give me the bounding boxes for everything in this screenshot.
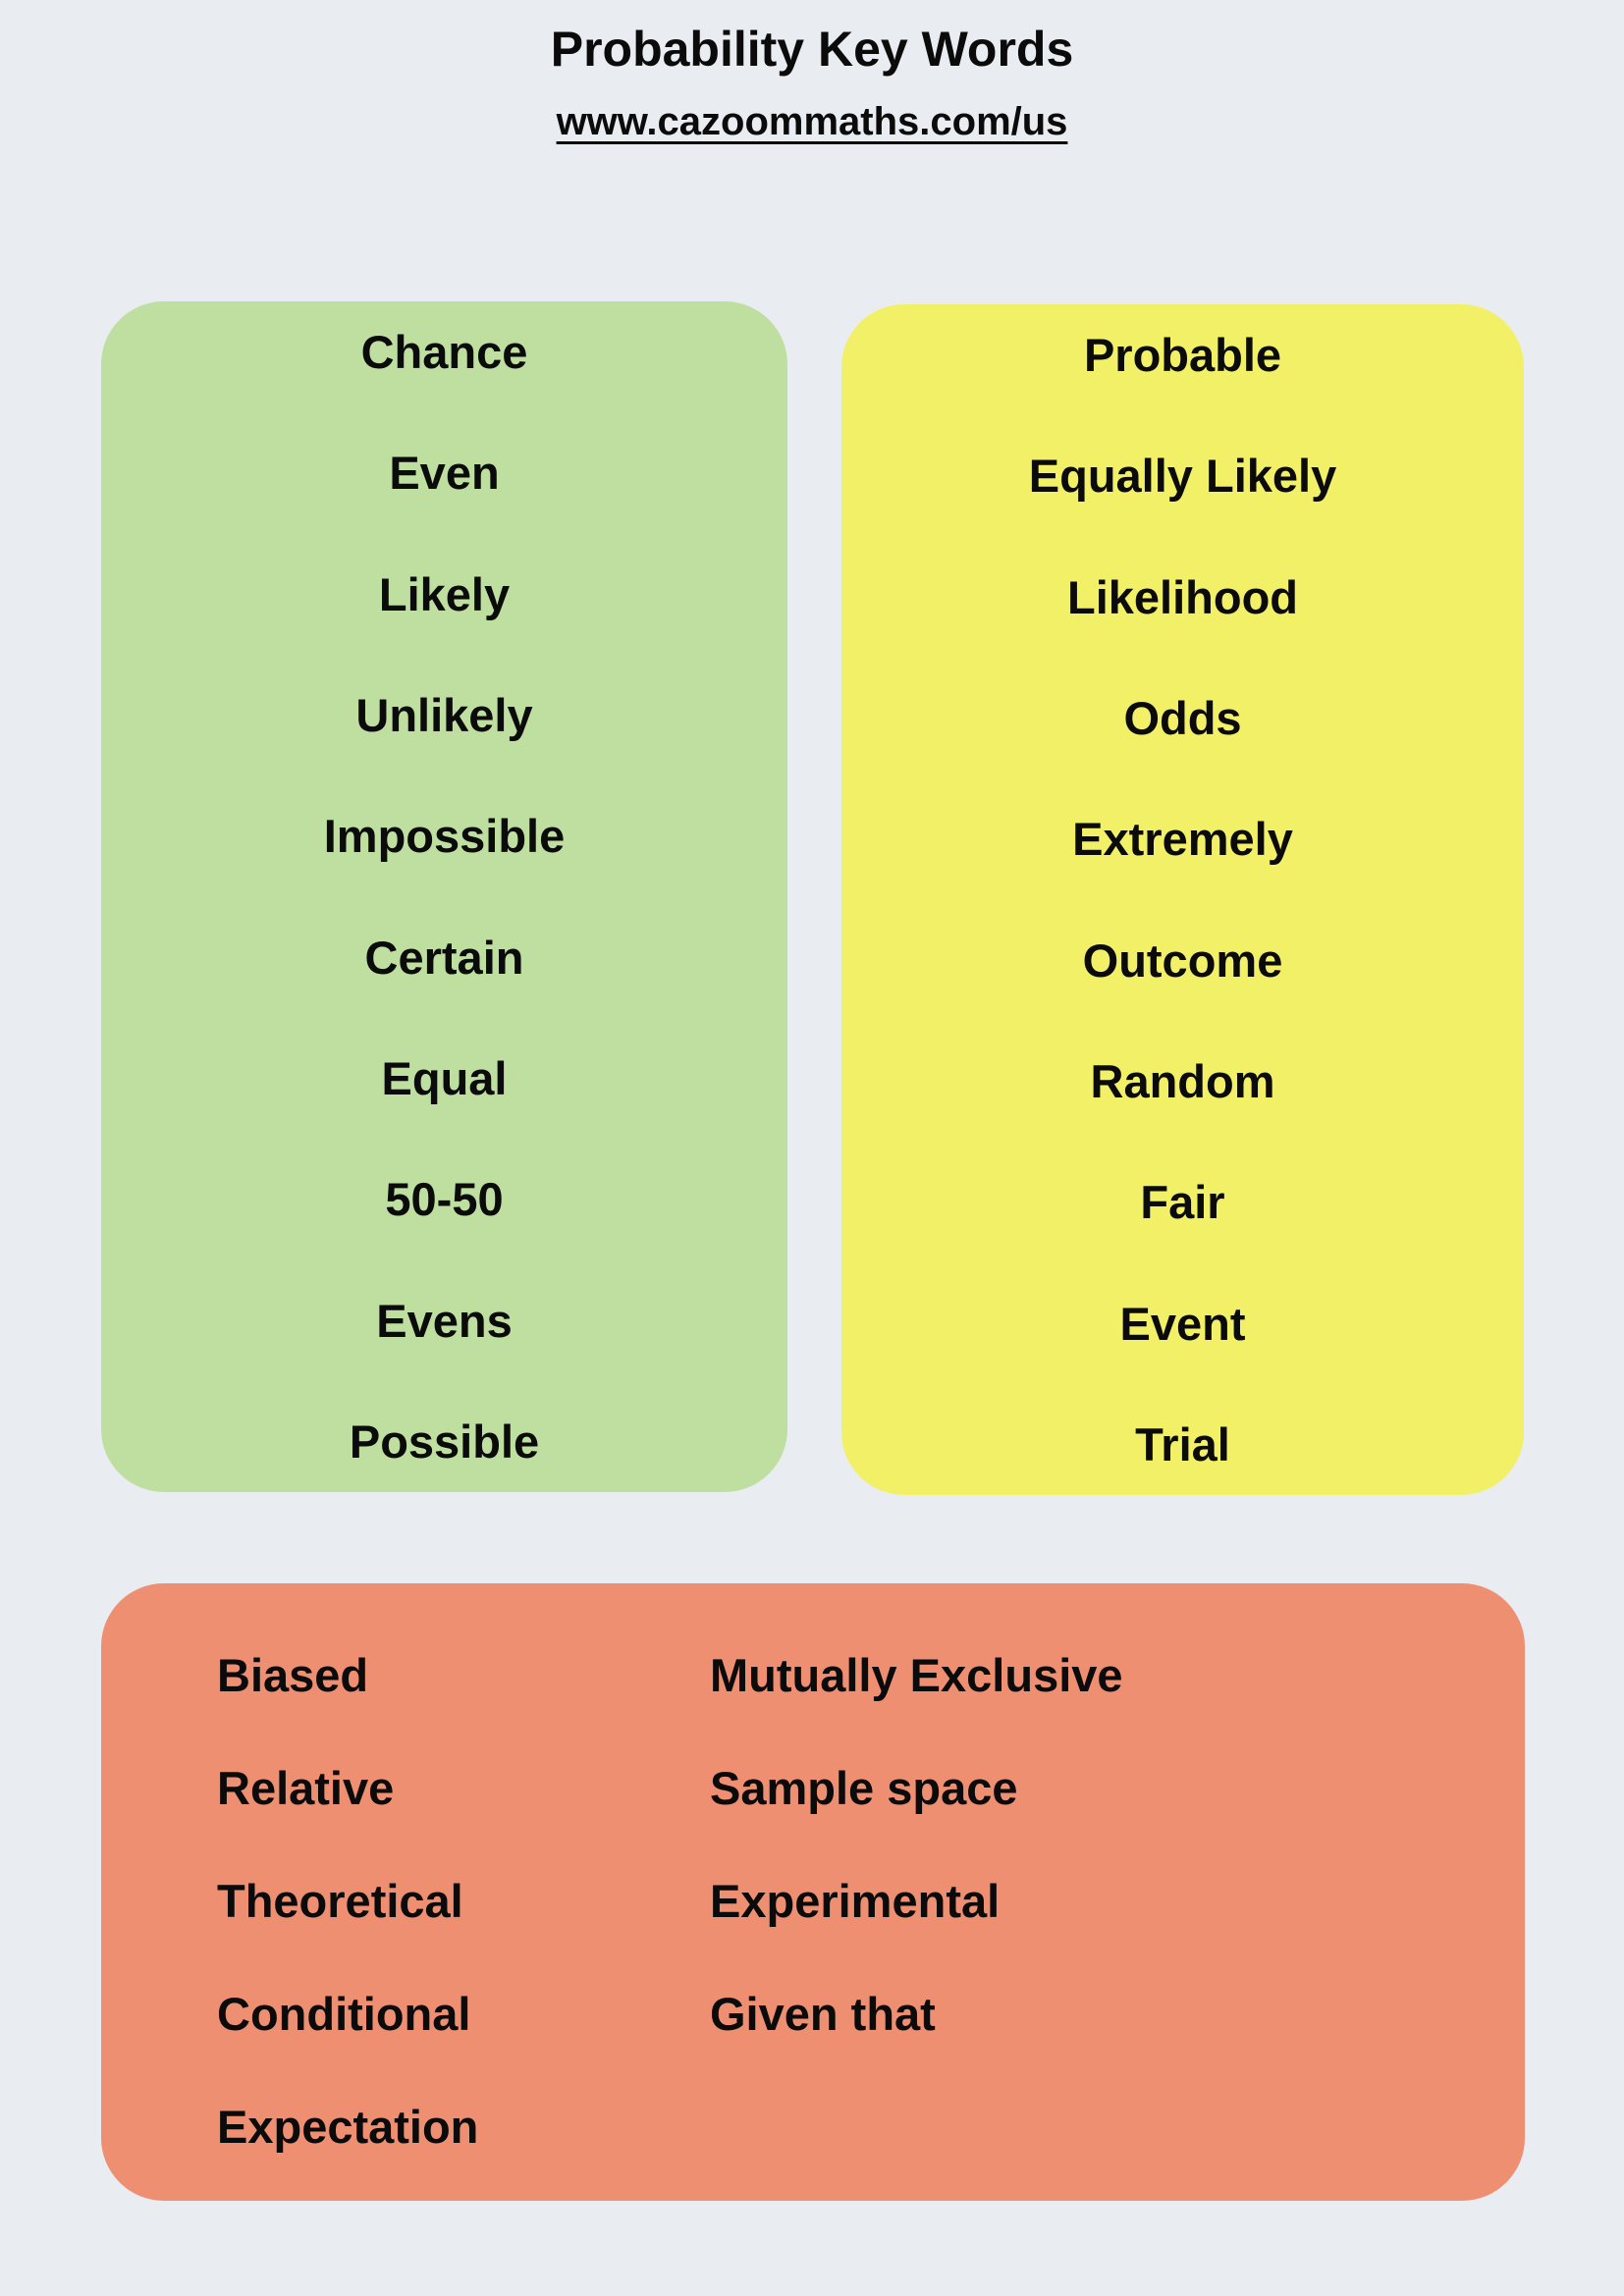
word-item: Chance — [360, 326, 528, 378]
word-item: Experimental — [710, 1875, 1001, 1927]
yellow-word-card: Probable Equally Likely Likelihood Odds … — [841, 304, 1524, 1495]
green-word-list: Chance Even Likely Unlikely Impossible C… — [111, 329, 778, 1465]
orange-right-column: Mutually Exclusive Sample space Experime… — [690, 1619, 1436, 2167]
orange-word-columns: Biased Relative Theoretical Conditional … — [101, 1583, 1525, 2201]
word-item: Given that — [710, 1988, 936, 2040]
word-item: Theoretical — [217, 1875, 463, 1927]
word-item: Possible — [349, 1415, 540, 1468]
word-item: Equally Likely — [1028, 450, 1337, 503]
word-item: Sample space — [710, 1762, 1018, 1814]
word-item: Impossible — [323, 810, 566, 863]
green-word-card: Chance Even Likely Unlikely Impossible C… — [101, 301, 787, 1492]
orange-left-column: Biased Relative Theoretical Conditional … — [101, 1619, 690, 2167]
word-item: Probable — [1083, 329, 1282, 381]
word-item: Unlikely — [355, 688, 533, 741]
word-item: Expectation — [217, 2101, 479, 2153]
orange-word-card: Biased Relative Theoretical Conditional … — [101, 1583, 1525, 2201]
word-item: Outcome — [1082, 934, 1283, 987]
word-item: Even — [389, 447, 500, 500]
word-item: Conditional — [217, 1988, 471, 2040]
word-item: Relative — [217, 1762, 395, 1814]
word-item: Equal — [381, 1051, 508, 1104]
word-item: Mutually Exclusive — [710, 1649, 1123, 1701]
word-item: Certain — [364, 931, 524, 984]
word-item: Likely — [378, 567, 511, 620]
word-item: 50-50 — [385, 1173, 504, 1226]
word-item: Likelihood — [1067, 570, 1298, 623]
page-header: Probability Key Words www.cazoommaths.co… — [0, 0, 1624, 144]
word-item: Evens — [376, 1294, 513, 1347]
word-item: Random — [1090, 1054, 1275, 1107]
word-item: Biased — [217, 1649, 369, 1701]
page-title: Probability Key Words — [550, 22, 1074, 77]
word-item: Odds — [1123, 691, 1242, 744]
word-item: Extremely — [1072, 813, 1293, 866]
yellow-word-list: Probable Equally Likely Likelihood Odds … — [851, 332, 1514, 1468]
word-item: Trial — [1135, 1417, 1230, 1470]
site-url-link[interactable]: www.cazoommaths.com/us — [556, 99, 1068, 143]
word-item: Fair — [1140, 1176, 1225, 1229]
word-item: Event — [1119, 1297, 1246, 1350]
